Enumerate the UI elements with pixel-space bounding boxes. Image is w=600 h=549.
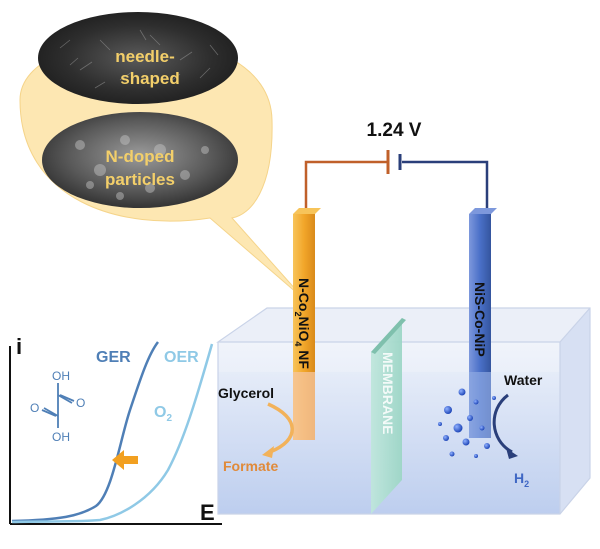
voltage-label: 1.24 V [367,120,422,141]
water-arrow [492,393,513,454]
circuit: 1.24 V [304,120,489,214]
glycerol-arrow [267,402,294,454]
particle-micrograph [42,112,238,208]
polarization-plot: i E GER OER O2 OH O O OH [9,334,222,525]
membrane [371,318,402,514]
anode-top [293,208,321,214]
shift-arrow-icon [112,450,138,470]
y-axis-label: i [16,334,22,359]
electrolysis-cell: MEMBRANE [216,307,591,515]
oxalic-o-left: O [30,401,39,415]
cathode-submerged [469,372,491,438]
callout-top-line2: shaped [120,69,180,88]
water-arrow-head [506,448,518,459]
membrane-label: MEMBRANE [380,352,396,434]
anode-electrode: N-Co2NiO4 NF [293,208,321,440]
hydrogen-bubbles [438,388,496,458]
tank-top-face [218,308,590,342]
oxalic-acid-structure [41,383,75,428]
anode-reaction: Glycerol Formate [218,385,294,474]
callout-top-line1: needle- [115,47,175,66]
ger-curve [11,341,160,523]
cathode-top [469,208,497,214]
tank-side-face [560,308,590,514]
x-axis-label: E [200,500,215,525]
oxalic-o-right: O [76,396,85,410]
formate-label: Formate [223,458,278,474]
anode-submerged [293,372,315,440]
membrane-top-edge [371,318,406,354]
cathode-reaction: Water H2 [438,372,543,489]
cathode-wire [402,160,489,214]
oer-curve [11,343,214,524]
particle-texture [75,135,209,200]
callout: needle- shaped N-doped particles [19,12,306,301]
needle-micrograph [38,12,238,104]
cathode-electrode: NiS-Co-NiP [469,208,497,438]
needle-texture [59,29,219,89]
callout-bottom-line1: N-doped [106,147,175,166]
anode-label: N-Co2NiO4 NF [293,278,312,369]
oxalic-oh-top: OH [52,369,70,383]
o2-label: O2 [154,404,172,424]
oer-label: OER [164,349,199,366]
anode-wire [304,160,387,214]
glycerol-label: Glycerol [218,385,274,401]
h2-label: H2 [514,470,529,489]
oxalic-oh-bottom: OH [52,430,70,444]
tank-outline [216,307,591,515]
cathode-label: NiS-Co-NiP [472,282,488,357]
glycerol-arrow-head [262,446,274,458]
ger-label: GER [96,349,131,366]
water-label: Water [504,372,543,388]
callout-bottom-line2: particles [105,170,175,189]
